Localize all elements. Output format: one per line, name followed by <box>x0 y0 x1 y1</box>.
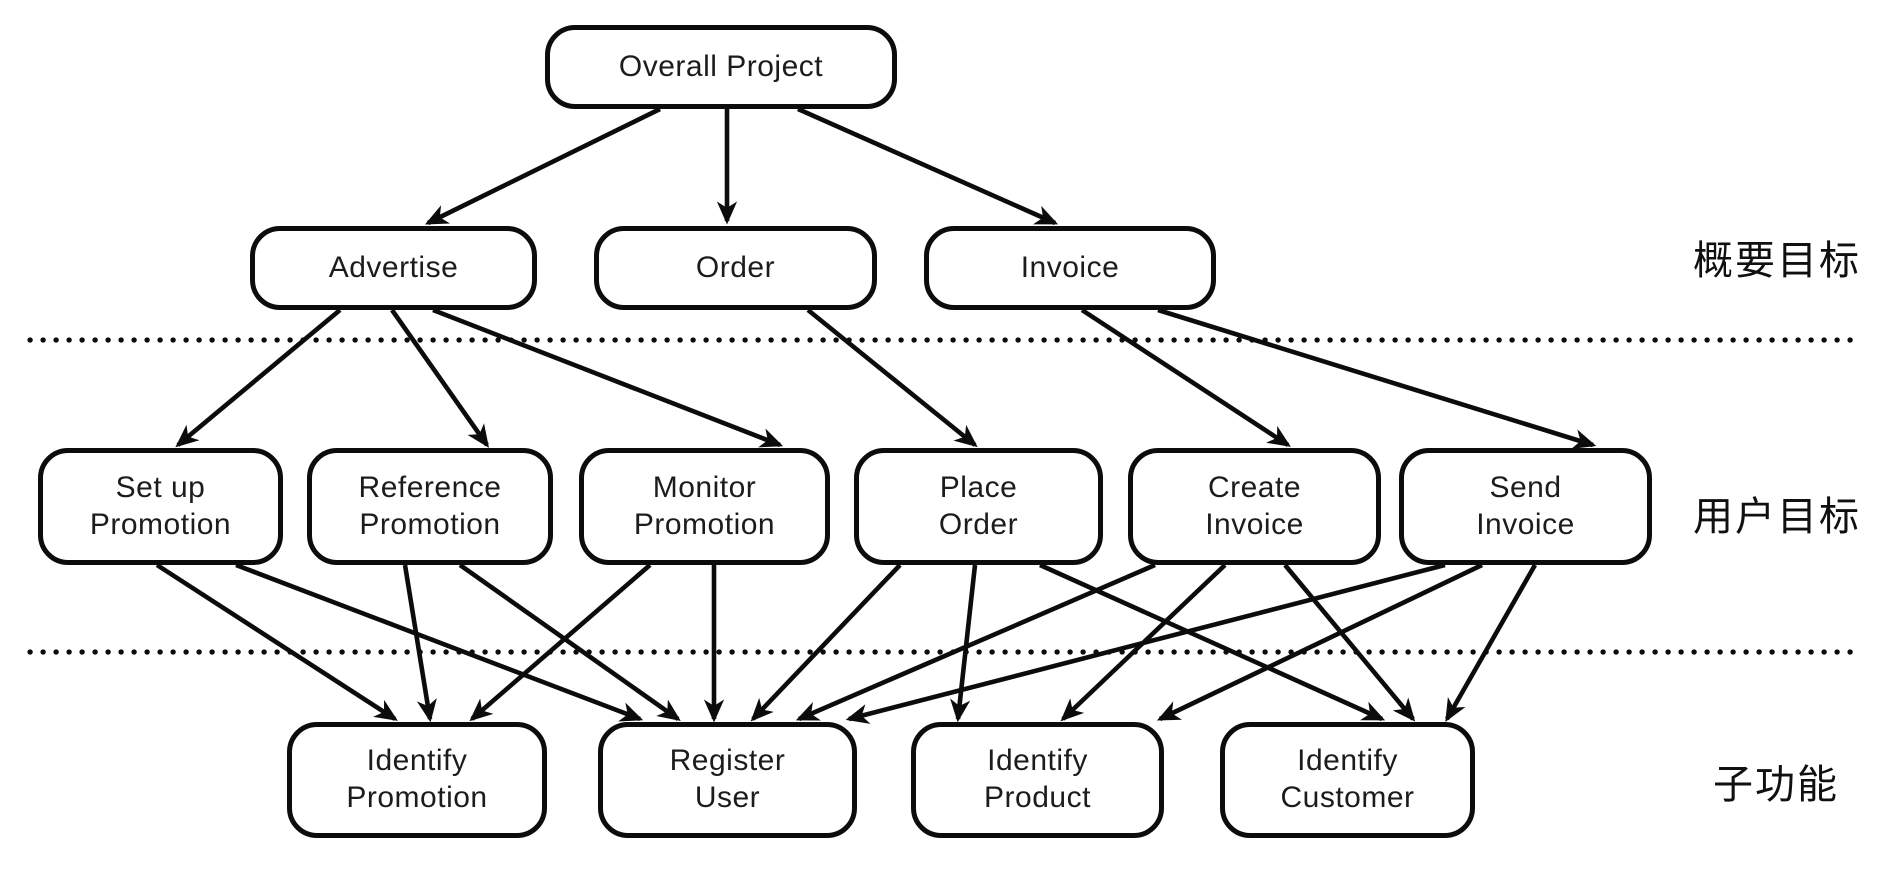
edge-place-reguser <box>750 563 902 722</box>
node-label: Create <box>1207 470 1302 504</box>
edge-create-idcustomer <box>1283 563 1416 722</box>
edge-overall-invoice <box>797 106 1059 226</box>
edge-create-reguser <box>795 562 1156 722</box>
node-label: Advertise <box>328 250 459 284</box>
edge-order-place <box>806 308 978 448</box>
node-advertise: Advertise <box>250 226 537 310</box>
edge-advertise-monitor <box>432 307 784 448</box>
node-order: Order <box>594 226 877 310</box>
node-invoice: Invoice <box>924 226 1216 310</box>
node-label: Monitor <box>652 470 757 504</box>
node-label: Send <box>1489 470 1562 504</box>
edge-monitor-idpromo <box>469 563 652 722</box>
edge-send-idcustomer <box>1445 563 1537 722</box>
edge-reference-idpromo <box>402 564 437 723</box>
node-overall-project: Overall Project <box>545 25 897 109</box>
node-label: Invoice <box>1020 250 1120 284</box>
row-label-summary-goal: 概要目标 <box>1693 239 1861 283</box>
edge-send-idproduct <box>1156 562 1483 722</box>
node-label: Identify <box>1297 744 1398 778</box>
node-label: Register <box>669 744 786 778</box>
node-label: Place <box>939 470 1018 504</box>
node-label: Identify <box>987 744 1088 778</box>
edge-advertise-reference <box>390 308 489 448</box>
node-label: Set up <box>115 470 206 504</box>
edge-setup-idpromo <box>155 563 398 721</box>
node-label: Identify <box>366 744 468 778</box>
edge-setup-reguser <box>235 562 644 722</box>
edge-overall-advertise <box>424 106 662 226</box>
edge-place-idproduct <box>950 564 978 723</box>
edge-reference-reguser <box>458 563 681 721</box>
node-label: Overall Project <box>618 49 824 83</box>
edge-advertise-setup <box>175 308 342 448</box>
edge-invoice-send <box>1157 307 1597 449</box>
node-label: Reference <box>358 470 502 504</box>
node-label: Order <box>695 250 776 284</box>
edge-send-reguser <box>845 562 1446 724</box>
edge-invoice-create <box>1080 308 1291 447</box>
row-label-user-goal: 用户目标 <box>1693 495 1861 539</box>
row-label-subfunction: 子功能 <box>1713 763 1839 807</box>
